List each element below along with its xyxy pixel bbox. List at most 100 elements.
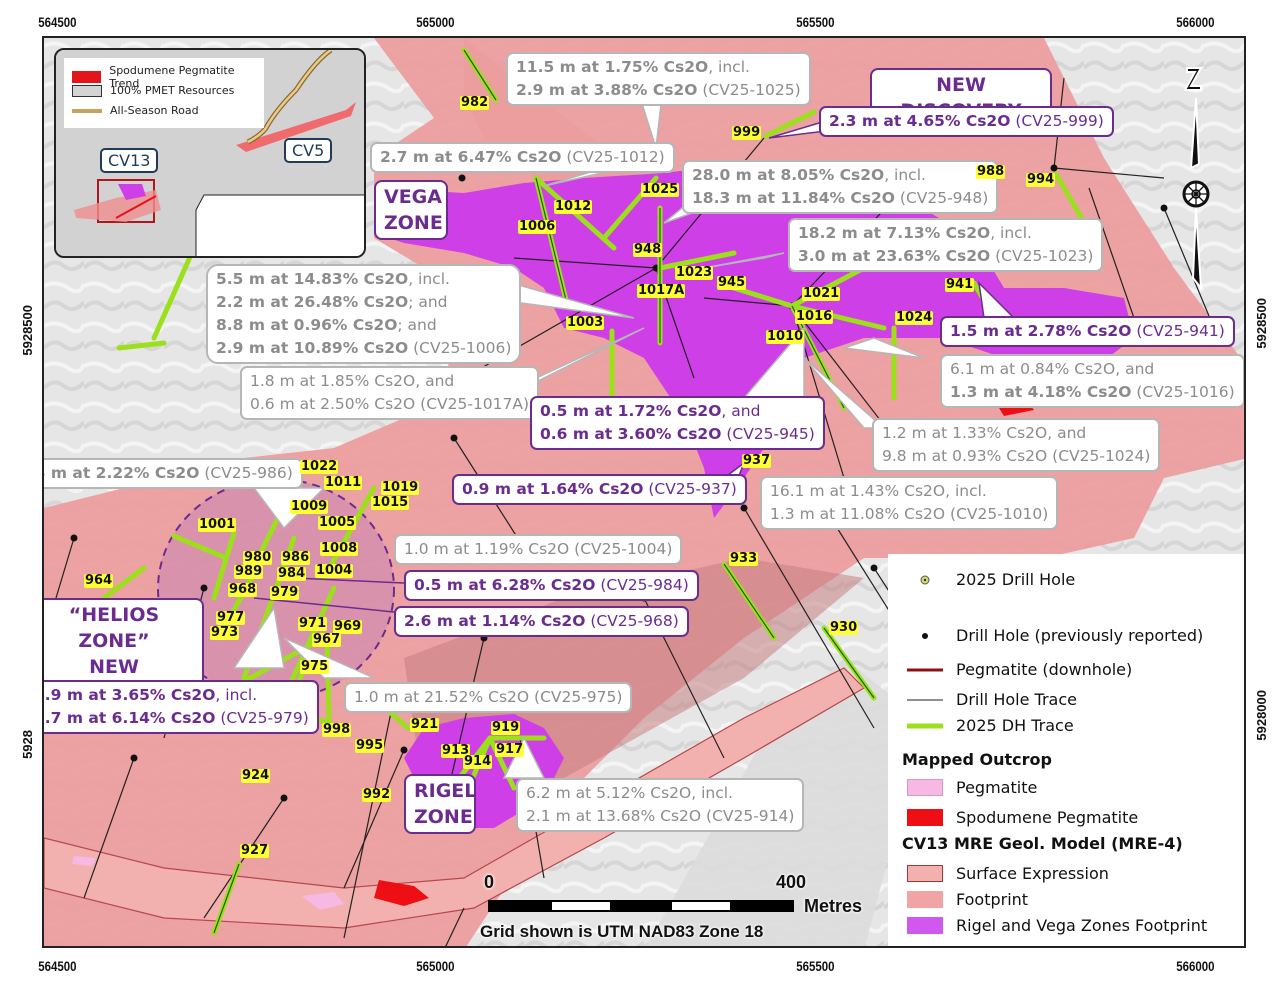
drill-hole-label: 1019 [381,480,420,495]
inset-legend-label: All-Season Road [110,104,199,117]
legend-item-2025-drill-hole: 2025 Drill Hole [900,570,1075,589]
callout-line: 18.2 m at 7.13% Cs2O [798,224,991,242]
callout-line: 0.5 m at 1.72% Cs2O [540,402,722,420]
rigel-zone-label: RIGEL ZONE [404,774,476,834]
drill-hole-label: 975 [300,659,330,674]
x-tick-2: 565000 [416,14,455,30]
callout-cv25-1004: 1.0 m at 1.19% Cs2O (CV25-1004) [394,534,683,565]
callout-cv25-979: 4.9 m at 3.65% Cs2O, incl. 1.7 m at 6.14… [44,680,319,734]
drill-hole-label: 977 [216,610,246,625]
callout-line: 5.5 m at 14.83% Cs2O [216,270,409,288]
x-tick-bottom-4: 566000 [1176,958,1215,974]
black-line-icon [900,697,950,703]
zone-label-line: RIGEL [414,780,477,802]
legend-label: Pegmatite (downhole) [956,660,1133,679]
drill-hole-label: 984 [277,566,307,581]
inset-legend-label: 100% PMET Resources [110,84,235,97]
drill-hole-label: 913 [441,743,471,758]
rigel-vega-swatch [900,917,950,934]
callout-cv25-975: 1.0 m at 21.52% Cs2O (CV25-975) [344,682,633,713]
legend-label: 2025 Drill Hole [956,570,1076,589]
drill-hole-label: 937 [742,453,772,468]
drill-hole-label: 986 [281,550,311,565]
callout-cv25-1016: 6.1 m at 0.84% Cs2O, and 1.3 m at 4.18% … [940,354,1244,408]
legend-label: Surface Expression [956,864,1109,883]
callout-line: 28.0 m at 8.05% Cs2O [692,166,885,184]
yellow-dot-icon [900,575,950,585]
x-tick-bottom-1: 564500 [38,958,77,974]
drill-hole-label: 921 [410,717,440,732]
drill-hole-label: 941 [945,277,975,292]
callout-line: 3.0 m at 23.63% Cs2O [798,247,991,265]
black-dot-icon [900,632,950,640]
callout-cv25-1025: 11.5 m at 1.75% Cs2O, incl. 2.9 m at 3.8… [506,52,811,106]
drill-hole-label: 1010 [766,329,805,344]
callout-line: 2.1 m at 13.68% Cs2O (CV25-914) [526,807,795,825]
scale-bar: 0 400 Metres Grid shown is UTM NAD83 Zon… [480,872,862,942]
inset-tag-cv13: CV13 [100,148,159,173]
legend-item-2025-dh-trace: 2025 DH Trace [900,716,1074,735]
scale-max: 400 [776,872,807,892]
callout-line: ; and [397,316,437,334]
callout-line: 0.6 m at 3.60% Cs2O [540,425,722,443]
callout-cv25-968: 2.6 m at 1.14% Cs2O (CV25-968) [394,606,689,637]
callout-line: 2.9 m at 3.88% Cs2O [516,81,698,99]
callout-line: 1.0 m at 1.19% Cs2O (CV25-1004) [404,540,673,558]
legend-label: Footprint [956,890,1029,909]
legend-label: Pegmatite [956,778,1038,797]
y-tick-right-1: 5928500 [1254,298,1269,349]
x-tick-4: 566000 [1176,14,1215,30]
drill-hole-label: 927 [240,843,270,858]
drill-hole-label: 989 [234,564,264,579]
scale-zero: 0 [484,872,495,892]
callout-line: 2.3 m at 4.65% Cs2O [829,112,1011,130]
callout-cv25-948: 28.0 m at 8.05% Cs2O, incl. 18.3 m at 11… [682,160,999,214]
callout-line: 1.3 m at 11.08% Cs2O (CV25-1010) [770,505,1049,523]
legend-label: Spodumene Pegmatite [956,808,1139,827]
drill-hole-label: 945 [717,275,747,290]
drill-hole-label: 1012 [554,199,593,214]
callout-line: (CV25-1006) [408,339,512,357]
callout-line: (CV25-999) [1010,112,1104,130]
map-frame[interactable]: Spodumene Pegmatite Trend 100% PMET Reso… [42,36,1246,948]
callout-line: , incl. [408,270,450,288]
callout-cv25-1006: 5.5 m at 14.83% Cs2O, incl. 2.2 m at 26.… [206,264,522,364]
drill-hole-label: 967 [312,632,342,647]
drill-hole-label: 1005 [318,515,357,530]
lime-line-icon [900,722,950,730]
drill-hole-label: 948 [633,242,663,257]
drill-hole-label: 933 [729,551,759,566]
callout-line: 2.6 m at 1.14% Cs2O [404,612,586,630]
drill-hole-label: 1017A [637,283,686,298]
callout-line: 8.8 m at 0.96% Cs2O [216,316,398,334]
legend-heading-mapped-outcrop: Mapped Outcrop [902,750,1052,769]
dark-red-line-icon [900,667,950,673]
callout-line: 9.8 m at 0.93% Cs2O (CV25-1024) [882,447,1151,465]
callout-line: , incl. [708,58,750,76]
zone-label-line: ZONE [384,212,443,234]
y-tick-left-2: 5928 [20,730,35,759]
scale-unit: Metres [804,896,863,916]
callout-line: 2.9 m at 10.89% Cs2O [216,339,409,357]
legend-label: Rigel and Vega Zones Footprint [956,916,1208,935]
drill-hole-label: 979 [270,585,300,600]
legend-item-rigel-vega-footprint: Rigel and Vega Zones Footprint [900,916,1207,935]
legend-item-pegmatite: Pegmatite [900,778,1037,797]
drill-hole-label: 1008 [320,541,359,556]
callout-line: , incl. [884,166,926,184]
vega-zone-label: VEGA ZONE [374,180,448,240]
callout-cv25-937: 0.9 m at 1.64% Cs2O (CV25-937) [452,474,747,505]
drill-hole-label: 968 [228,582,258,597]
inset-legend-item: Spodumene Pegmatite Trend [72,64,264,90]
drill-hole-label: 1025 [641,182,680,197]
callout-line: (CV25-945) [721,425,815,443]
callout-cv25-1023: 18.2 m at 7.13% Cs2O, incl. 3.0 m at 23.… [788,218,1104,272]
drill-hole-label: 919 [491,720,521,735]
inset-legend: Spodumene Pegmatite Trend 100% PMET Reso… [64,58,264,128]
x-tick-bottom-2: 565000 [416,958,455,974]
legend-heading-model: CV13 MRE Geol. Model (MRE-4) [902,834,1183,853]
callout-line: ; and [408,293,448,311]
callout-cv25-999: 2.3 m at 4.65% Cs2O (CV25-999) [819,106,1114,137]
callout-line: 0.9 m at 1.64% Cs2O [462,480,644,498]
callout-line: 16.1 m at 1.43% Cs2O, incl. [770,482,987,500]
